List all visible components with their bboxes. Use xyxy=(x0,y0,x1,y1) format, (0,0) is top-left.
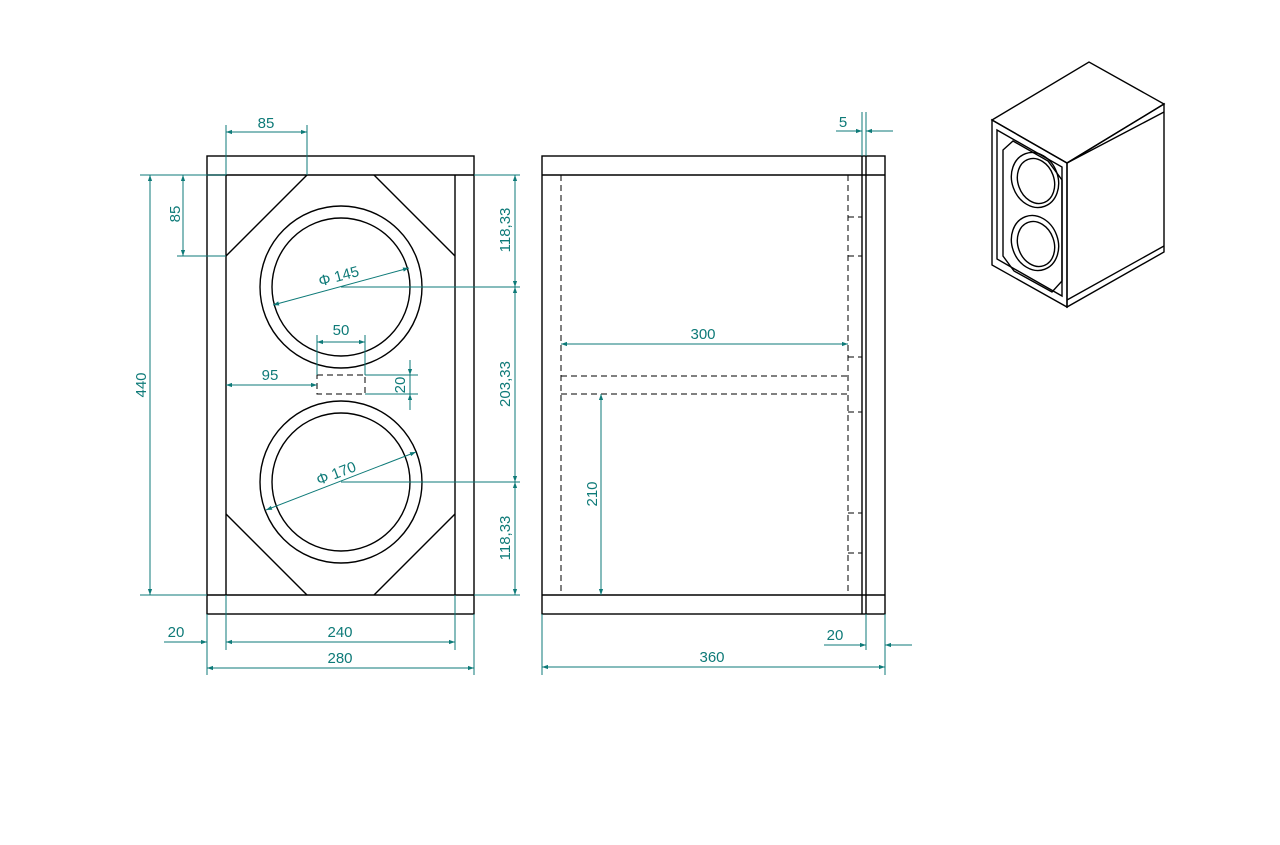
dim-height: 440 xyxy=(133,372,150,397)
iso-upper-driver-ring xyxy=(1010,151,1060,209)
dim-side-panel: 20 xyxy=(168,624,185,641)
iso-top-face xyxy=(990,61,1166,164)
dim-depth: 360 xyxy=(699,649,724,666)
corner-brace-bottom-right xyxy=(373,513,456,596)
dim-port-offset: 95 xyxy=(262,367,279,384)
iso-lower-driver-ring xyxy=(1010,214,1060,272)
dim-lower-driver-diameter: Φ 170 xyxy=(314,458,359,489)
dim-bottom-section: 118,33 xyxy=(497,516,514,561)
dim-shelf-height: 210 xyxy=(584,481,601,506)
dim-line-lower-diameter xyxy=(265,451,417,511)
dim-port-height: 20 xyxy=(392,377,409,394)
dim-outer-width: 280 xyxy=(327,650,352,667)
dim-top-section: 118,33 xyxy=(497,208,514,253)
corner-brace-top-left xyxy=(225,174,308,257)
dim-left-offset: 85 xyxy=(167,206,184,223)
dim-middle-section: 203,33 xyxy=(497,361,514,407)
iso-side-face xyxy=(1066,102,1165,309)
dim-front-panel: 20 xyxy=(827,627,844,644)
dim-upper-driver-diameter: Φ 145 xyxy=(317,263,361,290)
iso-lower-driver xyxy=(1016,220,1056,268)
iso-top-panel-edge xyxy=(1066,111,1165,164)
iso-upper-driver xyxy=(1016,157,1056,205)
side-view-dimensions: 5 300 210 20 360 xyxy=(541,112,912,675)
iso-bottom-panel-edge xyxy=(1066,245,1165,301)
corner-brace-bottom-left xyxy=(225,513,308,596)
dim-baffle-gap: 5 xyxy=(839,114,847,131)
iso-baffle xyxy=(1002,140,1063,293)
side-view xyxy=(541,155,886,615)
dim-top-offset: 85 xyxy=(258,115,275,132)
dim-inner-width: 240 xyxy=(327,624,352,641)
front-outer-outline xyxy=(206,155,475,615)
bass-port-outline xyxy=(316,374,366,395)
speaker-box-isometric-icon xyxy=(990,61,1166,309)
front-view-dimensions: 85 440 85 Φ 145 Φ 170 50 95 20 xyxy=(133,115,520,675)
iso-front-face xyxy=(991,118,1068,309)
dim-port-width: 50 xyxy=(333,322,350,339)
corner-brace-top-right xyxy=(373,174,456,257)
side-outer-outline xyxy=(541,155,886,615)
dim-shelf-depth: 300 xyxy=(690,326,715,343)
